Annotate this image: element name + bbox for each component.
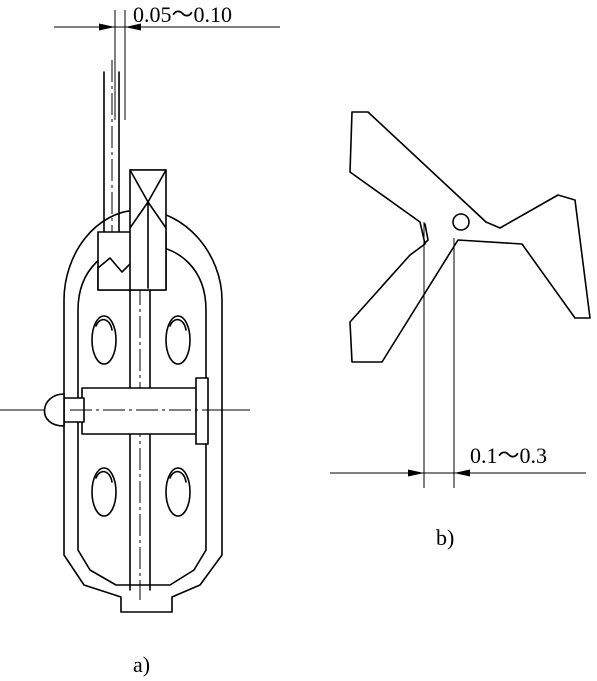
pivot-hole (452, 213, 470, 231)
dimension-label-a: 0.05～0.10 (133, 2, 232, 27)
caption-a: a) (133, 652, 150, 677)
dimension-label-b: 0.1～0.3 (470, 443, 547, 468)
tooth-lip (423, 223, 429, 245)
contact-block (97, 169, 167, 291)
dimension-a: 0.05～0.10 (54, 2, 280, 120)
three-arm-plate (349, 111, 591, 363)
shaft (0, 377, 250, 445)
panel-a: 0.05～0.10 (0, 2, 280, 677)
panel-b: 0.1～0.3 b) (330, 111, 591, 550)
oval-holes (91, 315, 191, 517)
caption-b: b) (436, 525, 454, 550)
dimension-b: 0.1～0.3 (330, 222, 586, 488)
